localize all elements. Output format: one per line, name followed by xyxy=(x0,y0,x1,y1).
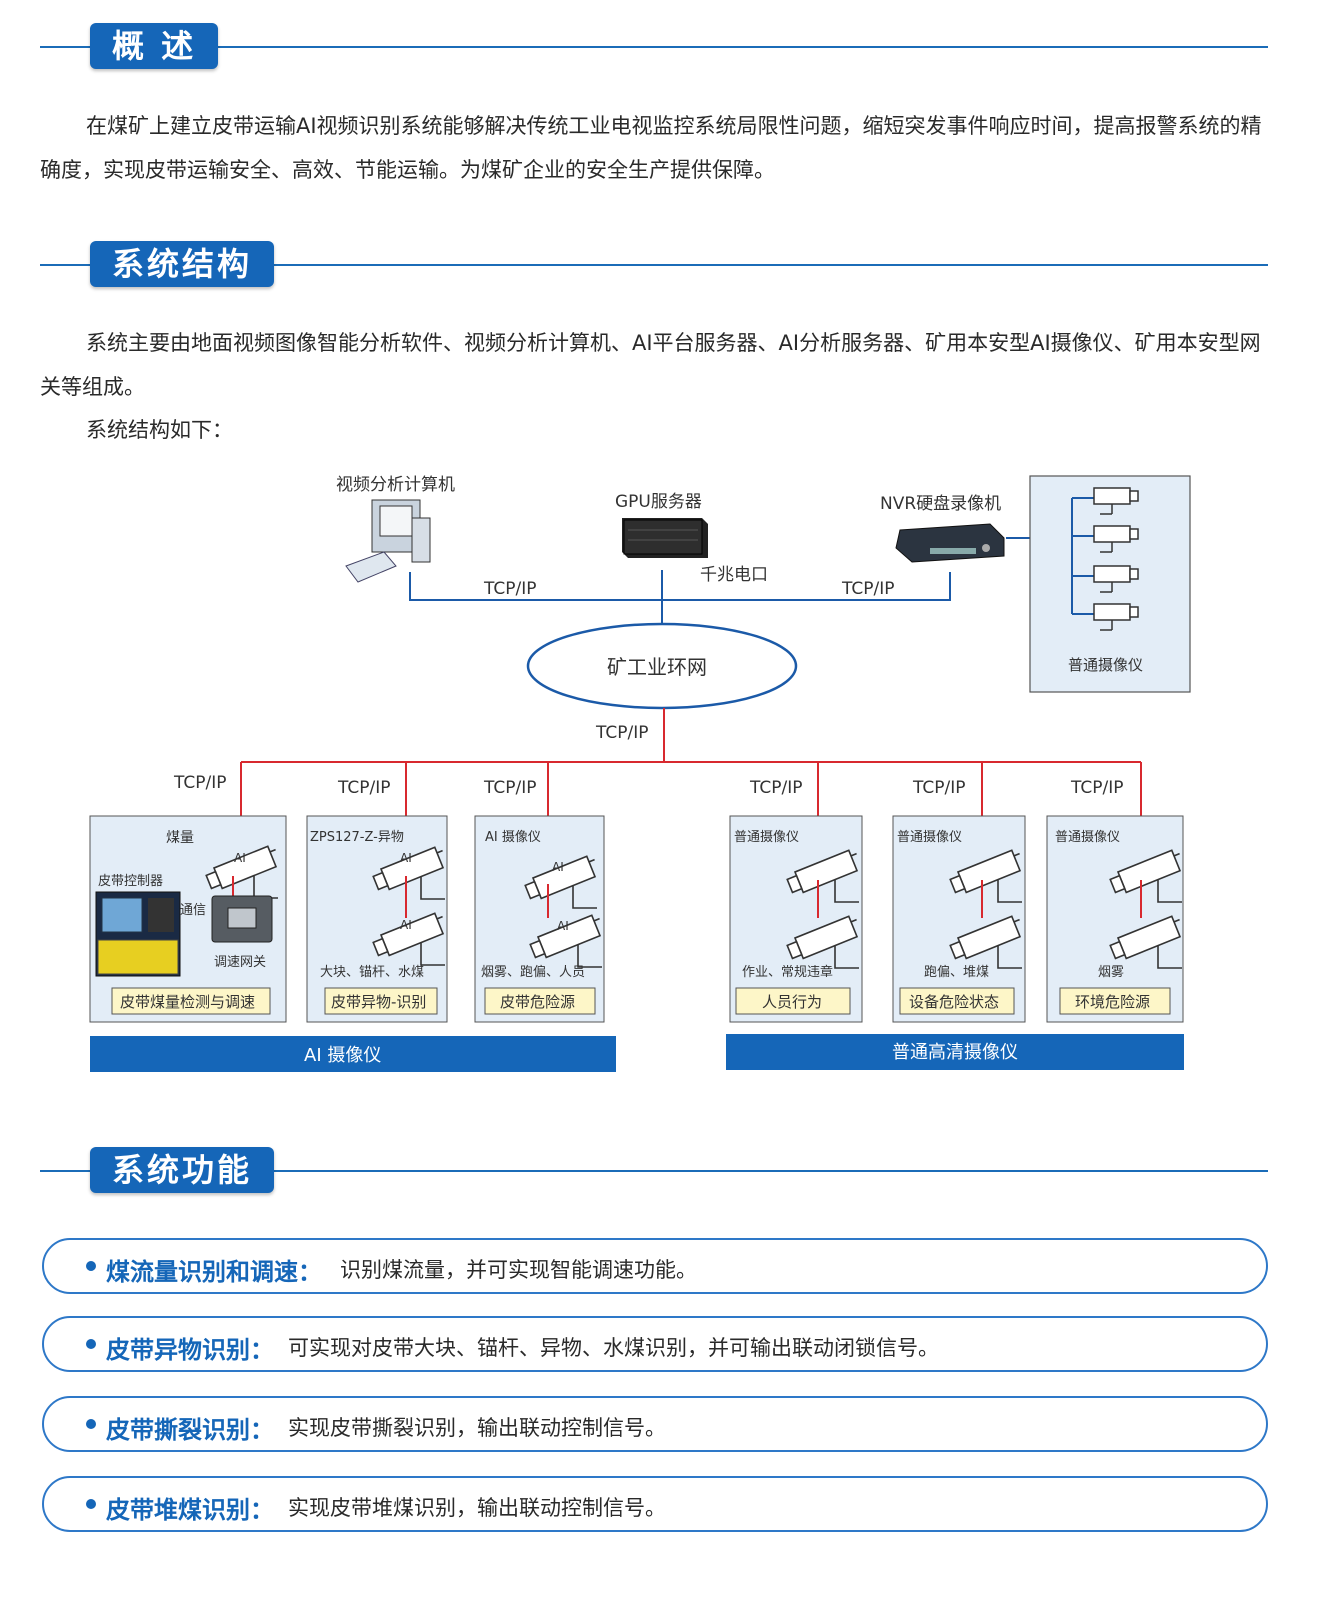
feature-desc: 实现皮带堆煤识别，输出联动控制信号。 xyxy=(288,1496,666,1520)
feature-item: 皮带异物识别： 可实现对皮带大块、锚杆、异物、水煤识别，并可输出联动闭锁信号。 xyxy=(42,1316,1268,1372)
feature-title: 皮带堆煤识别： xyxy=(106,1496,274,1524)
camera-icon xyxy=(1072,487,1139,515)
panel-foreign-object: ZPS127-Z-异物 AI AI 大块、锚杆、水煤 皮带异物-识别 xyxy=(306,815,450,1023)
comm-label: 通信 xyxy=(180,903,206,918)
panel-top-label: ZPS127-Z-异物 xyxy=(310,830,404,845)
nvr-label: NVR硬盘录像机 xyxy=(880,494,1001,514)
overview-text: 在煤矿上建立皮带运输AI视频识别系统能够解决传统工业电视监控系统局限性问题，缩短… xyxy=(40,114,1262,182)
gpu-label: GPU服务器 xyxy=(615,492,702,512)
gateway-icon xyxy=(211,895,273,943)
controller-label: 皮带控制器 xyxy=(98,874,163,889)
structure-paragraph-2: 系统结构如下： xyxy=(40,408,1272,452)
camera-icon xyxy=(1072,603,1139,631)
panel-bottom-label: 烟雾、跑偏、人员 xyxy=(481,965,585,980)
panel-footer: 环境危险源 xyxy=(1075,993,1150,1011)
ring-label: 矿工业环网 xyxy=(607,655,707,679)
panel-equipment-status: 普通摄像仪 跑偏、堆煤 设备危险状态 xyxy=(892,815,1027,1023)
tcpip-label: TCP/IP xyxy=(1070,778,1124,798)
hd-camera-bar xyxy=(726,1034,1184,1070)
panel-bottom-label: 作业、常规违章 xyxy=(742,964,833,980)
gateway-label: 调速网关 xyxy=(214,955,266,970)
panel-top-label: AI 摄像仪 xyxy=(485,830,541,845)
bullet-icon xyxy=(86,1261,96,1271)
nvr-icon xyxy=(895,523,1005,563)
pc-label: 视频分析计算机 xyxy=(336,475,455,495)
panel-bottom-label: 烟雾 xyxy=(1098,965,1124,980)
structure-text-2: 系统结构如下： xyxy=(86,418,233,442)
tcpip-label: TCP/IP xyxy=(749,778,803,798)
tcpip-label: TCP/IP xyxy=(912,778,966,798)
panel-footer: 人员行为 xyxy=(762,993,822,1011)
tcpip-label: TCP/IP xyxy=(595,723,649,743)
panel-bottom-label: 跑偏、堆煤 xyxy=(924,965,989,980)
gpu-server-icon xyxy=(622,518,708,558)
panel-footer: 设备危险状态 xyxy=(909,993,999,1011)
feature-item: 皮带堆煤识别： 实现皮带堆煤识别，输出联动控制信号。 xyxy=(42,1476,1268,1532)
section-title-functions: 系统功能 xyxy=(90,1147,275,1193)
camera-icon xyxy=(1072,525,1139,553)
ai-badge: AI xyxy=(400,918,412,932)
section-divider xyxy=(40,264,1268,266)
section-divider xyxy=(40,1170,1268,1172)
ai-badge: AI xyxy=(557,919,569,933)
feature-item: 皮带撕裂识别： 实现皮带撕裂识别，输出联动控制信号。 xyxy=(42,1396,1268,1452)
feature-item: 煤流量识别和调速： 识别煤流量，并可实现智能调速功能。 xyxy=(42,1238,1268,1294)
panel-environment-hazard: 普通摄像仪 烟雾 环境危险源 xyxy=(1046,815,1187,1023)
panel-footer: 皮带危险源 xyxy=(500,993,575,1011)
tcpip-label: TCP/IP xyxy=(841,579,895,599)
ordinary-camera-label: 普通摄像仪 xyxy=(1068,656,1143,674)
panel-top-label: 煤量 xyxy=(166,830,194,846)
bullet-icon xyxy=(86,1419,96,1429)
panel-belt-hazard: AI 摄像仪 AI AI 烟雾、跑偏、人员 皮带危险源 xyxy=(474,815,607,1023)
feature-title: 皮带异物识别： xyxy=(106,1336,274,1364)
tcpip-label: TCP/IP xyxy=(483,778,537,798)
ai-camera-bar xyxy=(90,1036,616,1072)
section-title-overview: 概 述 xyxy=(90,23,219,69)
system-structure-diagram: 视频分析计算机 GPU服务器 千兆电口 NVR硬盘录像机 TCP/IP TCP/… xyxy=(89,475,1191,1072)
structure-paragraph: 系统主要由地面视频图像智能分析软件、视频分析计算机、AI平台服务器、AI分析服务… xyxy=(40,321,1272,409)
ai-badge: AI xyxy=(552,860,564,874)
panel-footer: 皮带煤量检测与调速 xyxy=(120,993,255,1011)
panel-bottom-label: 大块、锚杆、水煤 xyxy=(320,965,424,980)
camera-icon xyxy=(1072,565,1139,593)
feature-desc: 可实现对皮带大块、锚杆、异物、水煤识别，并可输出联动闭锁信号。 xyxy=(288,1336,939,1360)
section-divider xyxy=(40,46,1268,48)
bullet-icon xyxy=(86,1499,96,1509)
belt-controller-icon xyxy=(95,891,181,977)
bullet-icon xyxy=(86,1339,96,1349)
ai-badge: AI xyxy=(400,851,412,865)
feature-title: 皮带撕裂识别： xyxy=(106,1416,274,1444)
ai-camera-bar-label: AI 摄像仪 xyxy=(304,1045,381,1066)
tcpip-label: TCP/IP xyxy=(483,579,537,599)
panel-top-label: 普通摄像仪 xyxy=(734,830,799,845)
section-title-structure: 系统结构 xyxy=(90,241,275,287)
gigabit-label: 千兆电口 xyxy=(700,565,768,585)
panel-personnel-behavior: 普通摄像仪 作业、常规违章 人员行为 xyxy=(729,815,864,1023)
panel-coal-flow: 煤量 AI 皮带控制器 通信 调速网关 皮带煤量检测与调速 xyxy=(89,815,287,1023)
panel-footer: 皮带异物-识别 xyxy=(331,993,426,1011)
structure-text: 系统主要由地面视频图像智能分析软件、视频分析计算机、AI平台服务器、AI分析服务… xyxy=(40,331,1261,399)
overview-paragraph: 在煤矿上建立皮带运输AI视频识别系统能够解决传统工业电视监控系统局限性问题，缩短… xyxy=(40,104,1272,192)
feature-title: 煤流量识别和调速： xyxy=(106,1258,322,1286)
ordinary-camera-box xyxy=(1029,475,1191,693)
panel-top-label: 普通摄像仪 xyxy=(897,830,962,845)
ai-badge: AI xyxy=(234,851,246,865)
computer-icon xyxy=(345,499,431,583)
industrial-ring-network xyxy=(526,622,798,710)
feature-desc: 识别煤流量，并可实现智能调速功能。 xyxy=(340,1258,697,1282)
panel-top-label: 普通摄像仪 xyxy=(1055,830,1120,845)
tcpip-label: TCP/IP xyxy=(173,773,227,793)
tcpip-label: TCP/IP xyxy=(337,778,391,798)
feature-desc: 实现皮带撕裂识别，输出联动控制信号。 xyxy=(288,1416,666,1440)
hd-camera-bar-label: 普通高清摄像仪 xyxy=(892,1042,1018,1063)
